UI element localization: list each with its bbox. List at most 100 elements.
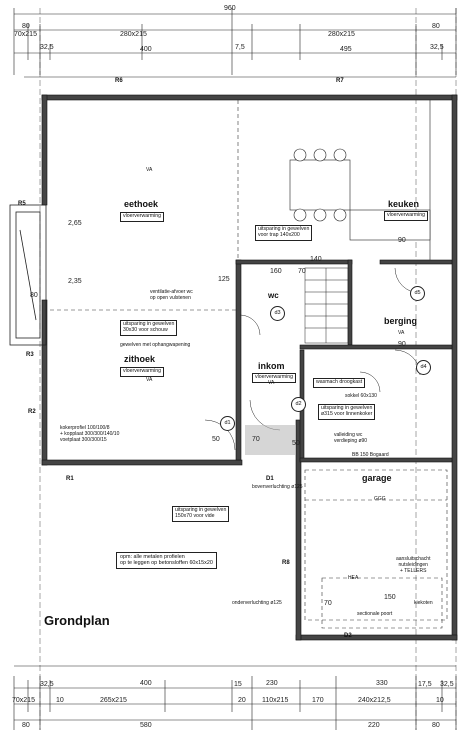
dim-top-7: 400: [140, 46, 152, 53]
ref-d2: D2: [344, 633, 352, 639]
ref-r8: R8: [282, 560, 290, 566]
note-aansluiting-l3: + TELLERS: [400, 568, 427, 574]
ref-r1: R1: [66, 476, 74, 482]
note-opm-l2: op te leggen op betonsloffen 60x15x20: [120, 560, 213, 567]
room-eethoek-sub: vloerverwarming: [120, 212, 165, 222]
ref-r5: R5: [18, 201, 26, 207]
note-bovenverluchting: bovenverluchting ø125: [252, 484, 303, 490]
door-tag-d5: d5: [410, 286, 425, 301]
dim-150: 150: [384, 594, 396, 601]
dim-50a: 50: [212, 436, 220, 443]
note-koker-l1: kokerprofiel 100/100/8: [60, 425, 110, 431]
ref-r3: R3: [26, 352, 34, 358]
room-zithoek-sub: vloerverwarming: [120, 367, 165, 377]
door-tag-d2: d2: [291, 397, 306, 412]
room-keuken-sub: vloerverwarming: [384, 211, 429, 221]
dim-bot-9: 10: [56, 697, 64, 704]
beam-label: BB 150 Bogaard: [352, 452, 389, 458]
dim-90a: 90: [398, 237, 406, 244]
note-schouw-l2: 30x30 voor schouw: [123, 326, 168, 333]
note-onderverluchting: onderverluchting ø125: [232, 600, 282, 606]
room-garage: garage: [362, 473, 392, 483]
note-vide: uitsparing in gewelven 150x70 voor vide: [172, 506, 230, 522]
dim-bot-5: 330: [376, 680, 388, 687]
dim-top-8: 7,5: [235, 44, 245, 51]
ref-r2: R2: [28, 409, 36, 415]
note-aansluiting-l2: nutsleidingen: [398, 562, 428, 568]
note-sokkel: sokkel 60x130: [345, 393, 377, 399]
va-eethoek: VA: [146, 167, 153, 173]
note-ophang: gewelven met ophangwapening: [120, 342, 191, 348]
room-zithoek: zithoek: [124, 354, 156, 364]
note-kiekoten: kiekoten: [414, 600, 433, 606]
va-inkom: VA: [268, 380, 275, 386]
dim-top-4: 280x215: [328, 31, 355, 38]
dim-bot-8: 70x215: [12, 697, 35, 704]
dim-bot-18: 220: [368, 722, 380, 729]
dim-bot-15: 10: [436, 697, 444, 704]
dim-90b: 90: [398, 341, 406, 348]
note-valleiding-l2: verdieping ø90: [334, 438, 368, 444]
ref-r7: R7: [336, 78, 344, 84]
room-inkom-sub: vloerverwarming: [252, 373, 297, 383]
note-aansluiting-l1: aansluitschacht: [396, 556, 431, 562]
dim-bot-3: 15: [234, 681, 242, 688]
dim-70b: 70: [252, 436, 260, 443]
room-keuken: keuken: [388, 199, 420, 209]
note-vide-l1: uitsparing in gewelven: [175, 507, 227, 513]
note-aansluiting: aansluitschacht nutsleidingen + TELLERS: [396, 556, 430, 574]
dim-top-2: 70x215: [14, 31, 37, 38]
note-wasmachine: wasmach droogkast: [313, 378, 366, 388]
note-valleiding: valleiding wc verdieping ø90: [334, 432, 367, 444]
hea-garage: HEA: [348, 575, 359, 581]
dim-bot-16: 80: [22, 722, 30, 729]
room-wc: wc: [268, 291, 279, 300]
dim-bot-12: 110x215: [262, 697, 289, 704]
note-trap-l1: uitsparing in gewelven: [258, 226, 310, 232]
note-koker-l3: voetplaat 300/300/15: [60, 437, 107, 443]
dim-140: 140: [310, 256, 322, 263]
note-linnen-l1: uitsparing in gewelven: [321, 405, 373, 411]
door-tag-d1: d1: [220, 416, 235, 431]
dim-50b: 50: [292, 440, 300, 447]
ggg-garage: GGG: [374, 496, 386, 502]
dim-bot-13: 170: [312, 697, 324, 704]
dim-160: 160: [270, 268, 282, 275]
ref-d1: D1: [266, 476, 274, 482]
note-vide-l2: 150x70 voor vide: [175, 512, 215, 519]
va-zithoek: VA: [146, 377, 153, 383]
dim-70a: 70: [298, 268, 306, 275]
note-trap: uitsparing in gewelven voor trap 140x200: [255, 225, 313, 241]
room-berging: berging: [384, 316, 417, 326]
room-eethoek: eethoek: [124, 199, 159, 209]
dim-bot-17: 580: [140, 722, 152, 729]
note-koker-l2: + kopplaat 300/300/140/10: [60, 431, 120, 437]
dim-total: 960: [224, 5, 236, 12]
dim-bot-4: 230: [266, 680, 278, 687]
note-kokerprofiel: kokerprofiel 100/100/8 + kopplaat 300/30…: [60, 425, 119, 443]
door-tag-d4: d4: [416, 360, 431, 375]
note-valleiding-l1: valleiding wc: [334, 432, 363, 438]
va-berging: VA: [398, 330, 405, 336]
room-inkom: inkom: [258, 361, 285, 371]
dim-top-6: 32,5: [40, 44, 54, 51]
dim-bot-11: 20: [238, 697, 246, 704]
plan-title: Grondplan: [44, 613, 110, 628]
dim-bot-2: 400: [140, 680, 152, 687]
note-opm-l1: opm: alle metalen profielen: [120, 554, 185, 560]
dim-bot-6: 17,5: [418, 681, 432, 688]
dim-125: 125: [218, 276, 230, 283]
note-schouw: uitsparing in gewelven 30x30 voor schouw: [120, 320, 178, 336]
note-ventilatie: ventilatie-afvoer wc op open vulstenen: [150, 289, 193, 301]
note-linnen: uitsparing in gewelven ø315 voor linnenk…: [318, 404, 376, 420]
dim-265: 2,65: [68, 220, 82, 227]
note-schouw-l1: uitsparing in gewelven: [123, 321, 175, 327]
ref-r6: R6: [115, 78, 123, 84]
note-ventilatie-l1: ventilatie-afvoer wc: [150, 289, 193, 295]
dim-bot-1: 32,5: [40, 681, 54, 688]
note-opm: opm: alle metalen profielen op te leggen…: [116, 552, 217, 569]
dim-235: 2,35: [68, 278, 82, 285]
dim-bot-19: 80: [432, 722, 440, 729]
dim-top-10: 32,5: [430, 44, 444, 51]
dim-bot-10: 265x215: [100, 697, 127, 704]
